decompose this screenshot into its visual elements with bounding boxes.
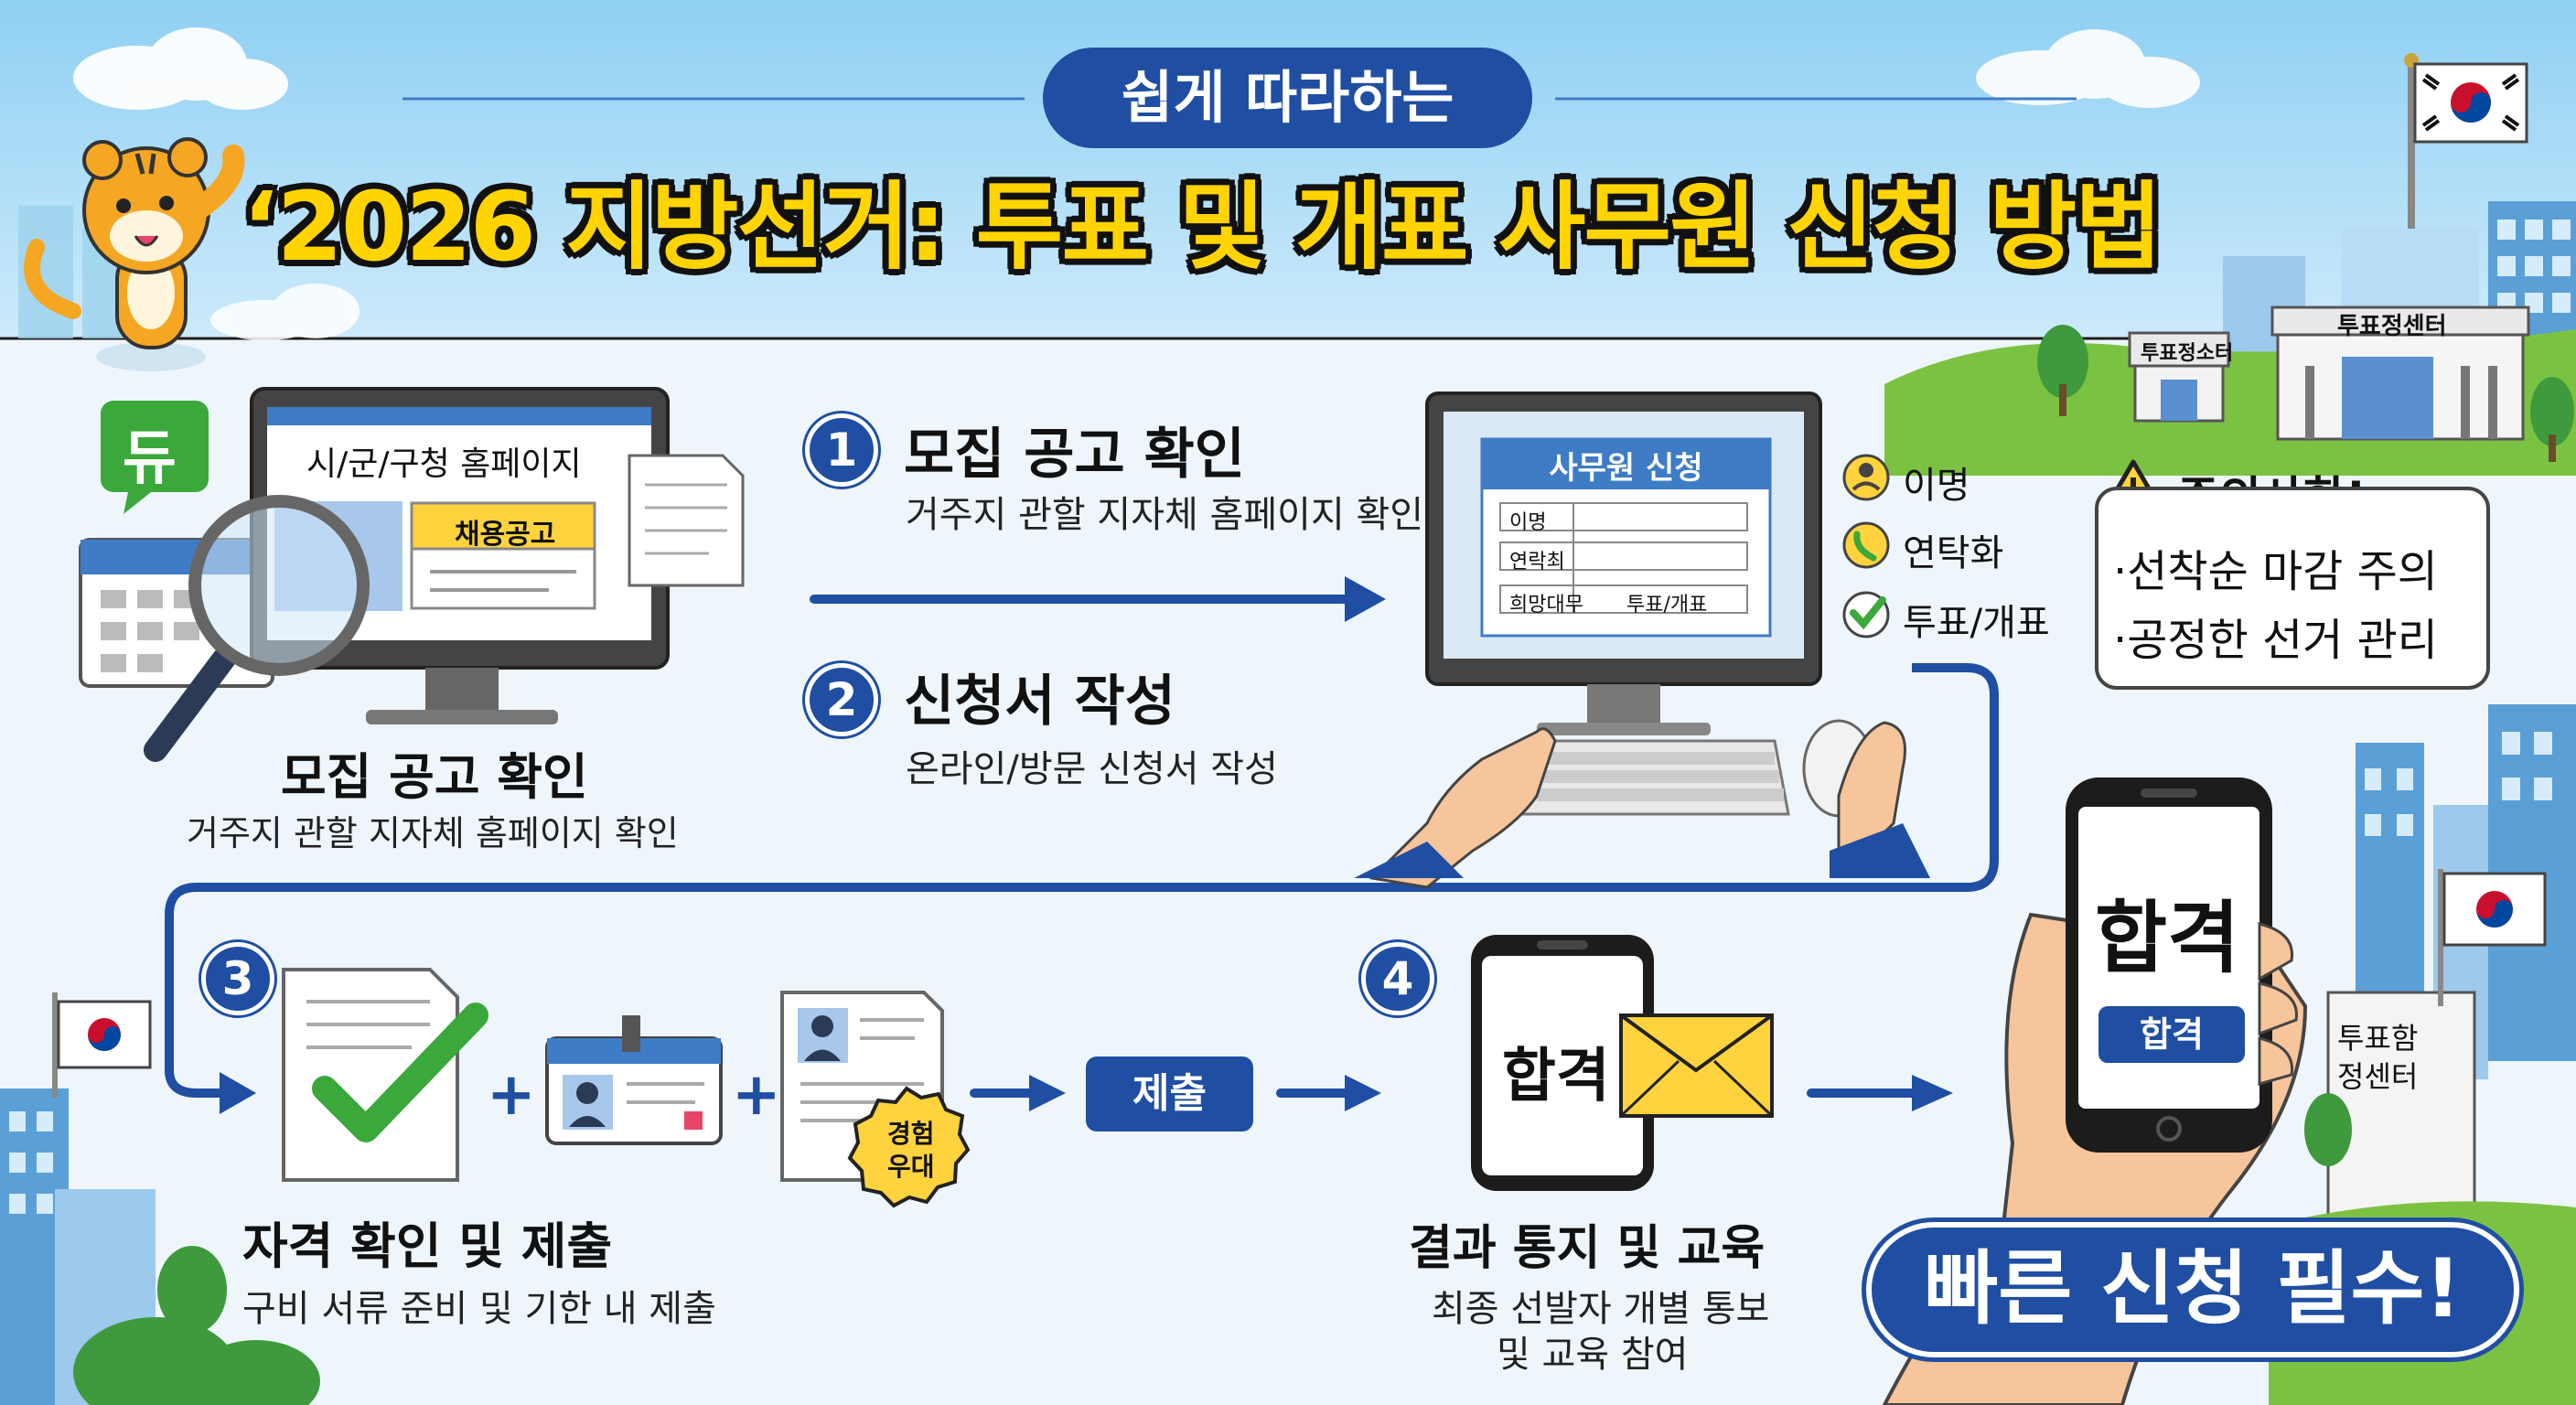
cta-pill: 빠른 신청 필수! — [1866, 1222, 2519, 1357]
tree-icon — [2037, 325, 2088, 416]
form-field-duty-value: 투표/개표 — [1626, 594, 1708, 617]
arrow-head — [1345, 1075, 1381, 1111]
side-item-vote: 투표/개표 — [1903, 602, 2050, 644]
experience-badge-icon — [847, 1086, 971, 1208]
plus-sign: + — [732, 1061, 781, 1129]
homepage-label: 시/군/구청 홈페이지 — [306, 445, 582, 483]
submit-button: 제출 — [1086, 1056, 1253, 1132]
step-4-badge: 4 — [1361, 942, 1434, 1015]
checked-document-icon — [282, 968, 488, 1182]
notice-item: ·선착순 마감 주의 — [2113, 546, 2438, 597]
step-1-desc: 거주지 관할 지자체 홈페이지 확인 — [906, 494, 1424, 536]
step-3-desc: 구비 서류 준비 및 기한 내 제출 — [242, 1288, 716, 1330]
form-field-contact-label: 연락최 — [1509, 551, 1565, 574]
job-posting-label: 채용공고 — [455, 519, 556, 551]
cloud-icon — [1976, 29, 2200, 108]
polling-center-building — [2270, 306, 2530, 441]
chat-bubble-icon — [101, 401, 209, 514]
smartphone-icon — [1471, 935, 1654, 1191]
arrow-head — [220, 1072, 256, 1114]
tree-icon — [2530, 377, 2574, 462]
step-2-desc: 온라인/방문 신청서 작성 — [906, 748, 1278, 790]
magnifier-icon — [144, 495, 370, 762]
hand-left-icon — [1354, 727, 1557, 889]
notice-card — [2095, 487, 2490, 690]
hand-fingers-icon — [2258, 922, 2298, 1086]
arrow-head — [1912, 1075, 1953, 1111]
korea-flag-icon — [57, 1000, 152, 1069]
left-caption-desc: 거주지 관할 지자체 홈페이지 확인 — [187, 813, 679, 853]
tree-icon — [73, 1246, 320, 1405]
check-icon — [1842, 591, 1890, 638]
right-building-label-1: 투표함 — [2337, 1021, 2419, 1056]
step-4-desc-1: 최종 선발자 개별 통보 — [1432, 1288, 1770, 1330]
left-caption-title: 모집 공고 확인 — [281, 748, 588, 806]
person-icon — [1842, 454, 1890, 501]
notice-item: ·공정한 선거 관리 — [2113, 615, 2438, 666]
side-item-name: 이명 — [1903, 465, 1970, 507]
right-building-label-2: 정센터 — [2337, 1059, 2419, 1094]
envelope-icon — [1619, 1014, 1774, 1118]
form-title: 사무원 신청 — [1549, 450, 1703, 487]
result-phone-text: 합격 — [2095, 893, 2240, 984]
polling-center-label: 투표정센터 — [2337, 313, 2447, 340]
tiger-mascot-icon — [24, 137, 245, 371]
keyboard-icon — [1517, 739, 1790, 816]
id-card-icon — [545, 1015, 723, 1145]
polling-station-label: 투표정소터 — [2141, 342, 2234, 365]
subtitle-pill: 쉽게 따라하는 — [1043, 48, 1532, 148]
result-phone-button: 합격 — [2098, 1006, 2245, 1063]
page-title: ‘2026 지방선거: 투표 및 개표 사무원 신청 방법 — [242, 171, 2163, 283]
side-item-phone: 연탁화 — [1903, 532, 2004, 574]
step-3-badge: 3 — [201, 942, 274, 1015]
chat-icon-text: 듀 — [123, 425, 177, 493]
phone-icon — [1842, 521, 1890, 569]
korea-flag-icon — [2442, 872, 2547, 947]
experience-badge-text-1: 경험 — [887, 1119, 935, 1149]
step-4-title: 결과 통지 및 교육 — [1409, 1221, 1766, 1276]
plus-sign: + — [487, 1061, 536, 1129]
step-3-title: 자격 확인 및 제출 — [242, 1217, 613, 1275]
hand-right-icon — [1830, 721, 1930, 878]
arrow-head — [1029, 1075, 1066, 1111]
cloud-icon — [73, 27, 288, 110]
tree-icon — [2304, 1093, 2352, 1166]
flow-path — [165, 663, 1999, 1098]
arrow-head — [1345, 576, 1386, 622]
step-4-desc-2: 및 교육 참여 — [1497, 1334, 1689, 1376]
form-field-duty-label: 희망대무 — [1509, 594, 1583, 617]
cloud-icon — [210, 284, 360, 340]
step-4-phone-text: 합격 — [1502, 1043, 1610, 1110]
step-2-badge: 2 — [805, 663, 878, 736]
korea-flag-icon — [2413, 62, 2528, 144]
step-2-title: 신청서 작성 — [904, 670, 1175, 734]
step-1-badge: 1 — [805, 413, 878, 487]
polling-station-building — [2128, 331, 2230, 423]
form-field-name-label: 이명 — [1509, 511, 1547, 534]
step-1-title: 모집 공고 확인 — [904, 423, 1245, 487]
document-icon — [628, 454, 745, 587]
desktop-monitor-center — [1425, 391, 1822, 735]
experience-badge-text-2: 우대 — [887, 1152, 935, 1182]
